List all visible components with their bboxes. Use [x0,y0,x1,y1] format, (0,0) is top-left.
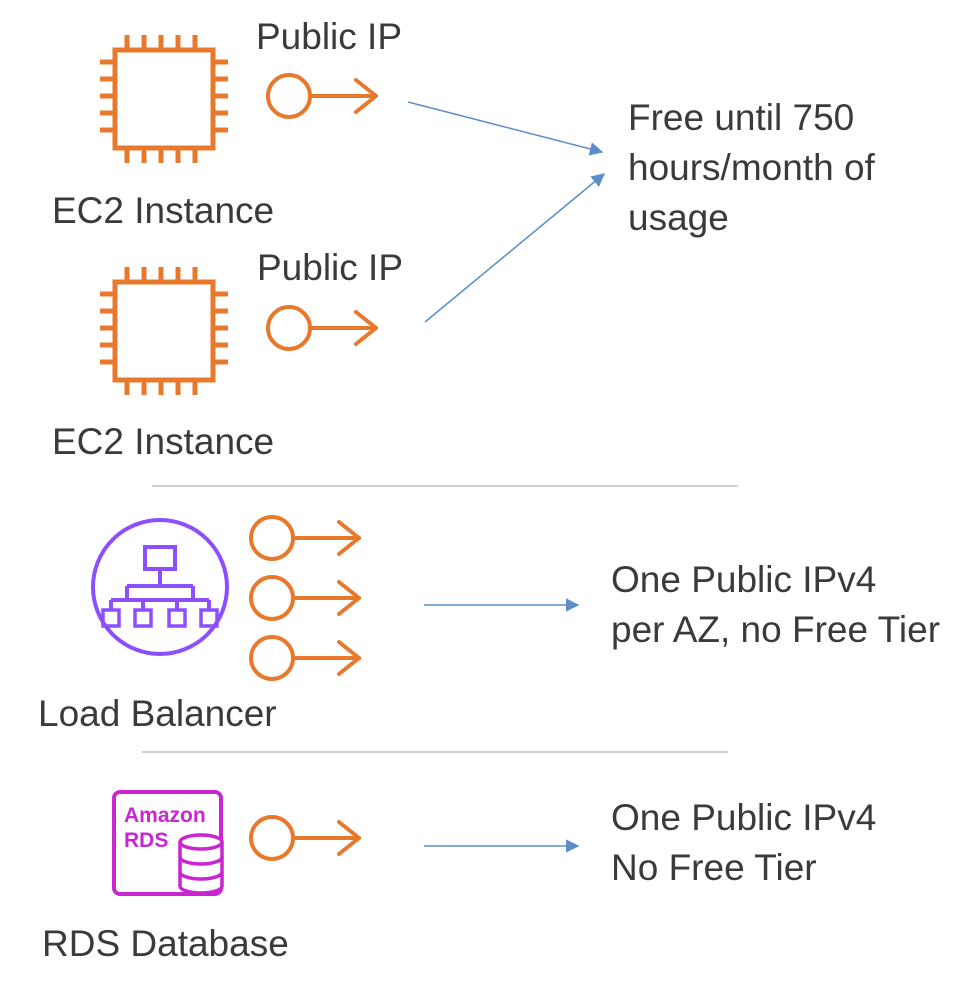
ec2-note-line-2: hours/month of [628,147,875,188]
public-ip-icon [249,515,361,561]
public-ip-label: Public IP [256,16,403,57]
public-ip-icon [249,575,361,621]
public-ip-icon [249,815,361,861]
public-ip-label: Public IP [257,247,404,288]
public-ip-icon [266,73,378,119]
load-balancer-label: Load Balancer [38,693,277,734]
rds-note-line-2: No Free Tier [611,847,817,888]
connector-arrow [407,101,604,156]
ec2-note-line-1: Free until 750 [628,97,855,138]
rds-icon: Amazon RDS [112,790,224,896]
ec2-instance-label: EC2 Instance [52,421,275,462]
ec2-note-line-3: usage [628,197,729,238]
rds-logo-amazon: Amazon [124,804,206,827]
public-ip-icon [266,305,378,351]
rds-logo-rds: RDS [124,829,168,852]
lb-note-line-2: per AZ, no Free Tier [611,609,941,650]
rds-database-label: RDS Database [42,923,289,964]
chip-icon [100,35,228,163]
connector-arrow [424,173,606,323]
lb-note-line-1: One Public IPv4 [611,559,877,600]
public-ip-icon [249,635,361,681]
chip-icon [100,267,228,395]
ec2-instance-label: EC2 Instance [52,190,275,231]
rds-note-line-1: One Public IPv4 [611,797,877,838]
load-balancer-icon [91,518,229,656]
